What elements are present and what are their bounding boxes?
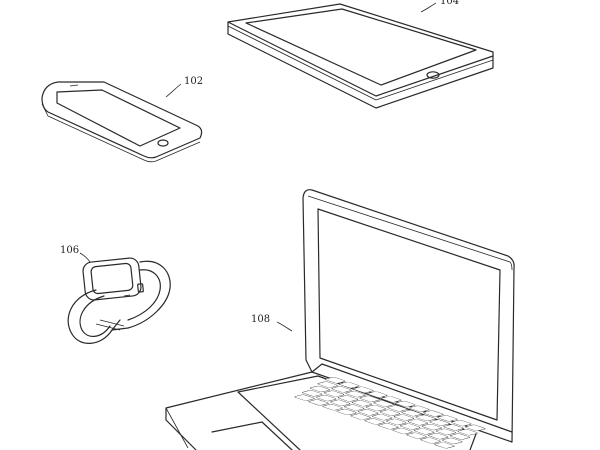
watch-leader-line [79, 252, 91, 263]
phone-reference-number: 102 [184, 76, 203, 87]
phone-device: 102 [41, 76, 203, 163]
tablet-icon [227, 3, 494, 109]
laptop-reference-number: 108 [251, 314, 270, 325]
laptop-device: 108 [165, 189, 515, 450]
phone-leader-line [165, 83, 182, 98]
watch-device: 106 [60, 245, 171, 344]
laptop-leader-line [276, 321, 293, 332]
tablet-reference-number: 104 [440, 0, 459, 7]
smartphone-icon [41, 81, 203, 163]
keyboard-keys [294, 377, 486, 449]
tablet-leader-line [420, 2, 437, 13]
watch-reference-number: 106 [60, 245, 79, 256]
smartwatch-icon [67, 257, 171, 344]
laptop-icon [165, 189, 515, 450]
tablet-device: 104 [227, 0, 494, 109]
